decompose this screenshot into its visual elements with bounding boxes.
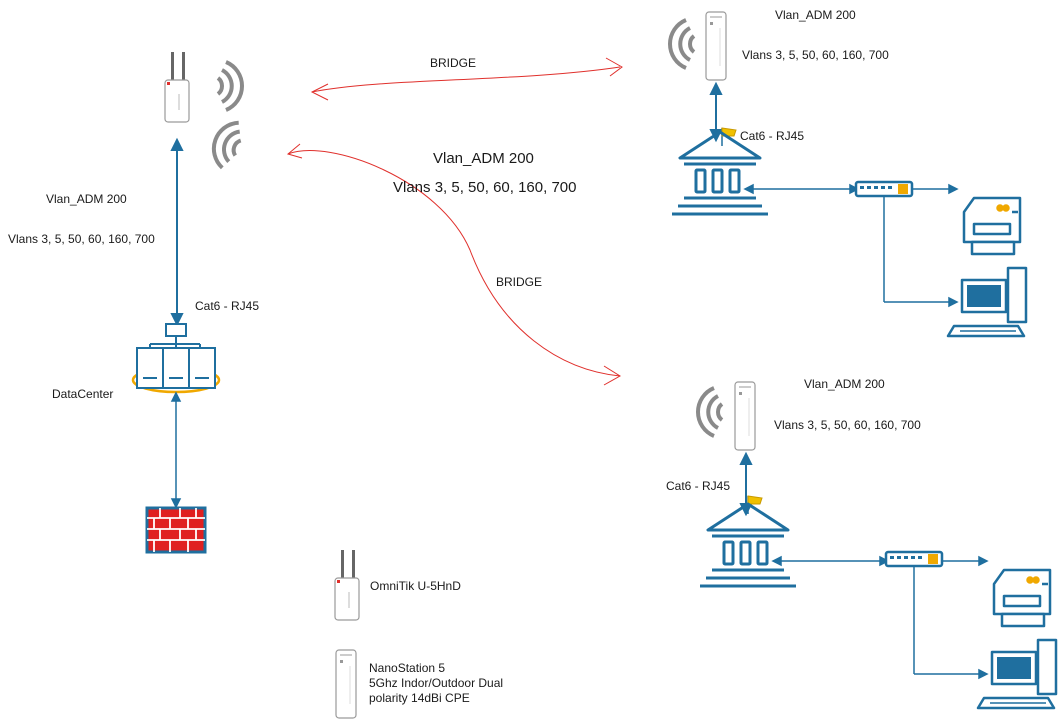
top-building-icon <box>670 130 770 216</box>
main-omnitik-ap <box>164 51 190 123</box>
link-datacenter-firewall <box>170 391 182 509</box>
bottom-cable-label: Cat6 - RJ45 <box>666 479 731 493</box>
top-switch-icon <box>854 180 914 198</box>
main-wifi-signal-lower-icon <box>205 115 249 173</box>
bottom-pc-icon <box>976 638 1058 710</box>
main-vlan-adm-label: Vlan_ADM 200 <box>46 192 127 206</box>
top-nanostation <box>705 11 727 81</box>
legend-nanostation-line1: NanoStation 5 <box>369 661 446 675</box>
legend-nanostation-line3: polarity 14dBi CPE <box>369 691 470 705</box>
bottom-switch-icon <box>884 550 944 568</box>
bottom-nanostation <box>734 381 756 451</box>
bottom-wifi-signal-icon <box>696 386 724 438</box>
top-pc-icon <box>946 266 1028 338</box>
top-link-switch-devices <box>883 183 959 308</box>
legend-omnitik-icon <box>334 549 360 621</box>
bottom-building-icon <box>698 502 798 588</box>
bottom-printer-icon <box>992 568 1052 628</box>
datacenter-label: DataCenter <box>52 387 114 401</box>
bridge-top-line <box>310 57 623 101</box>
main-vlans-label: Vlans 3, 5, 50, 60, 160, 700 <box>8 232 155 246</box>
center-vlan-adm-label: Vlan_ADM 200 <box>433 150 534 167</box>
bottom-vlan-adm-label: Vlan_ADM 200 <box>804 377 885 391</box>
bottom-link-building-switch <box>771 555 890 567</box>
main-cable-label: Cat6 - RJ45 <box>195 299 260 313</box>
top-vlan-adm-label: Vlan_ADM 200 <box>775 8 856 22</box>
top-link-building-switch <box>743 183 860 195</box>
bottom-link-switch-devices <box>913 555 989 680</box>
top-wifi-signal-icon <box>668 18 696 70</box>
datacenter-icon <box>131 323 221 394</box>
top-cable-label: Cat6 - RJ45 <box>740 129 805 143</box>
bridge-bottom-line <box>286 143 621 386</box>
legend-omnitik-label: OmniTik U-5HnD <box>370 579 461 593</box>
bridge-top-label: BRIDGE <box>430 56 477 70</box>
main-wifi-signal-icon <box>216 60 244 112</box>
top-printer-icon <box>962 196 1022 256</box>
bridge-bottom-label: BRIDGE <box>496 275 543 289</box>
top-vlans-label: Vlans 3, 5, 50, 60, 160, 700 <box>742 48 889 62</box>
legend-nanostation-line2: 5Ghz Indor/Outdoor Dual <box>369 676 504 690</box>
legend-nanostation-icon <box>335 649 357 719</box>
bottom-vlans-label: Vlans 3, 5, 50, 60, 160, 700 <box>774 418 921 432</box>
firewall-icon <box>145 506 207 554</box>
center-vlans-label: Vlans 3, 5, 50, 60, 160, 700 <box>393 179 577 196</box>
link-ap-datacenter <box>170 137 184 327</box>
